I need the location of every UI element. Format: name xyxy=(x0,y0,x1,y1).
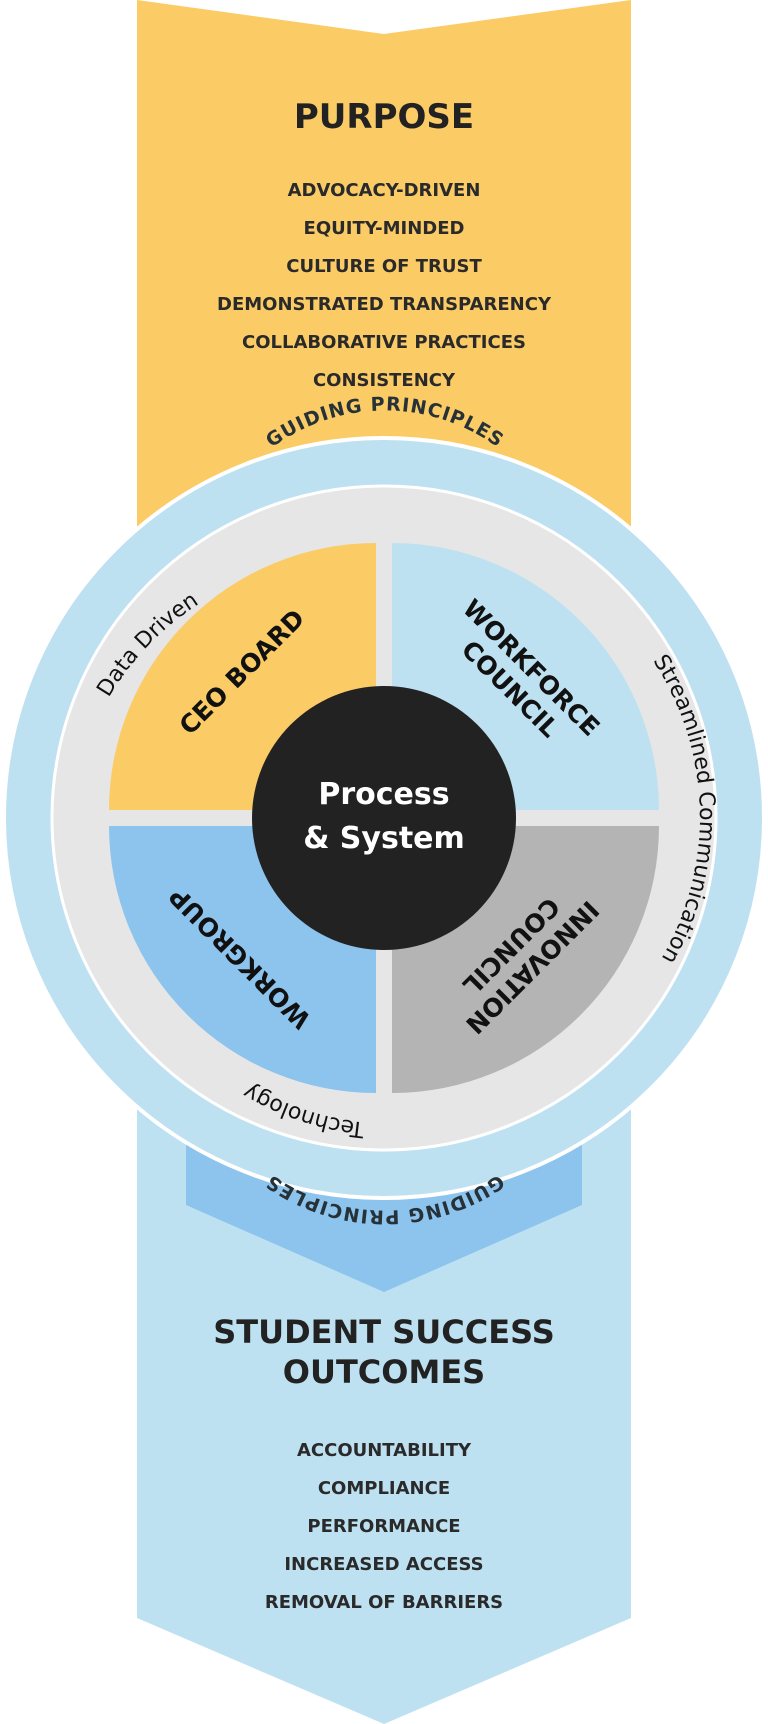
outcomes-arrow xyxy=(137,1100,631,1724)
center-label-line1: Process xyxy=(318,777,449,812)
purpose-item: CONSISTENCY xyxy=(313,370,456,391)
purpose-title: PURPOSE xyxy=(294,97,474,137)
outcomes-item: COMPLIANCE xyxy=(318,1478,450,1499)
outcomes-title-line1: STUDENT SUCCESS xyxy=(213,1313,555,1351)
purpose-item: EQUITY-MINDED xyxy=(304,218,465,239)
outcomes-item: REMOVAL OF BARRIERS xyxy=(265,1592,503,1613)
center-label-line2: & System xyxy=(303,821,465,856)
purpose-item: ADVOCACY-DRIVEN xyxy=(288,180,481,201)
purpose-item: CULTURE OF TRUST xyxy=(286,256,482,277)
purpose-arrow xyxy=(137,0,631,530)
purpose-item: COLLABORATIVE PRACTICES xyxy=(242,332,526,353)
outcomes-title-line2: OUTCOMES xyxy=(283,1353,485,1391)
purpose-item: DEMONSTRATED TRANSPARENCY xyxy=(217,294,552,315)
center-circle[interactable] xyxy=(252,686,516,950)
outcomes-item: PERFORMANCE xyxy=(307,1516,460,1537)
outcomes-item: ACCOUNTABILITY xyxy=(297,1440,472,1461)
outcomes-item: INCREASED ACCESS xyxy=(284,1554,483,1575)
